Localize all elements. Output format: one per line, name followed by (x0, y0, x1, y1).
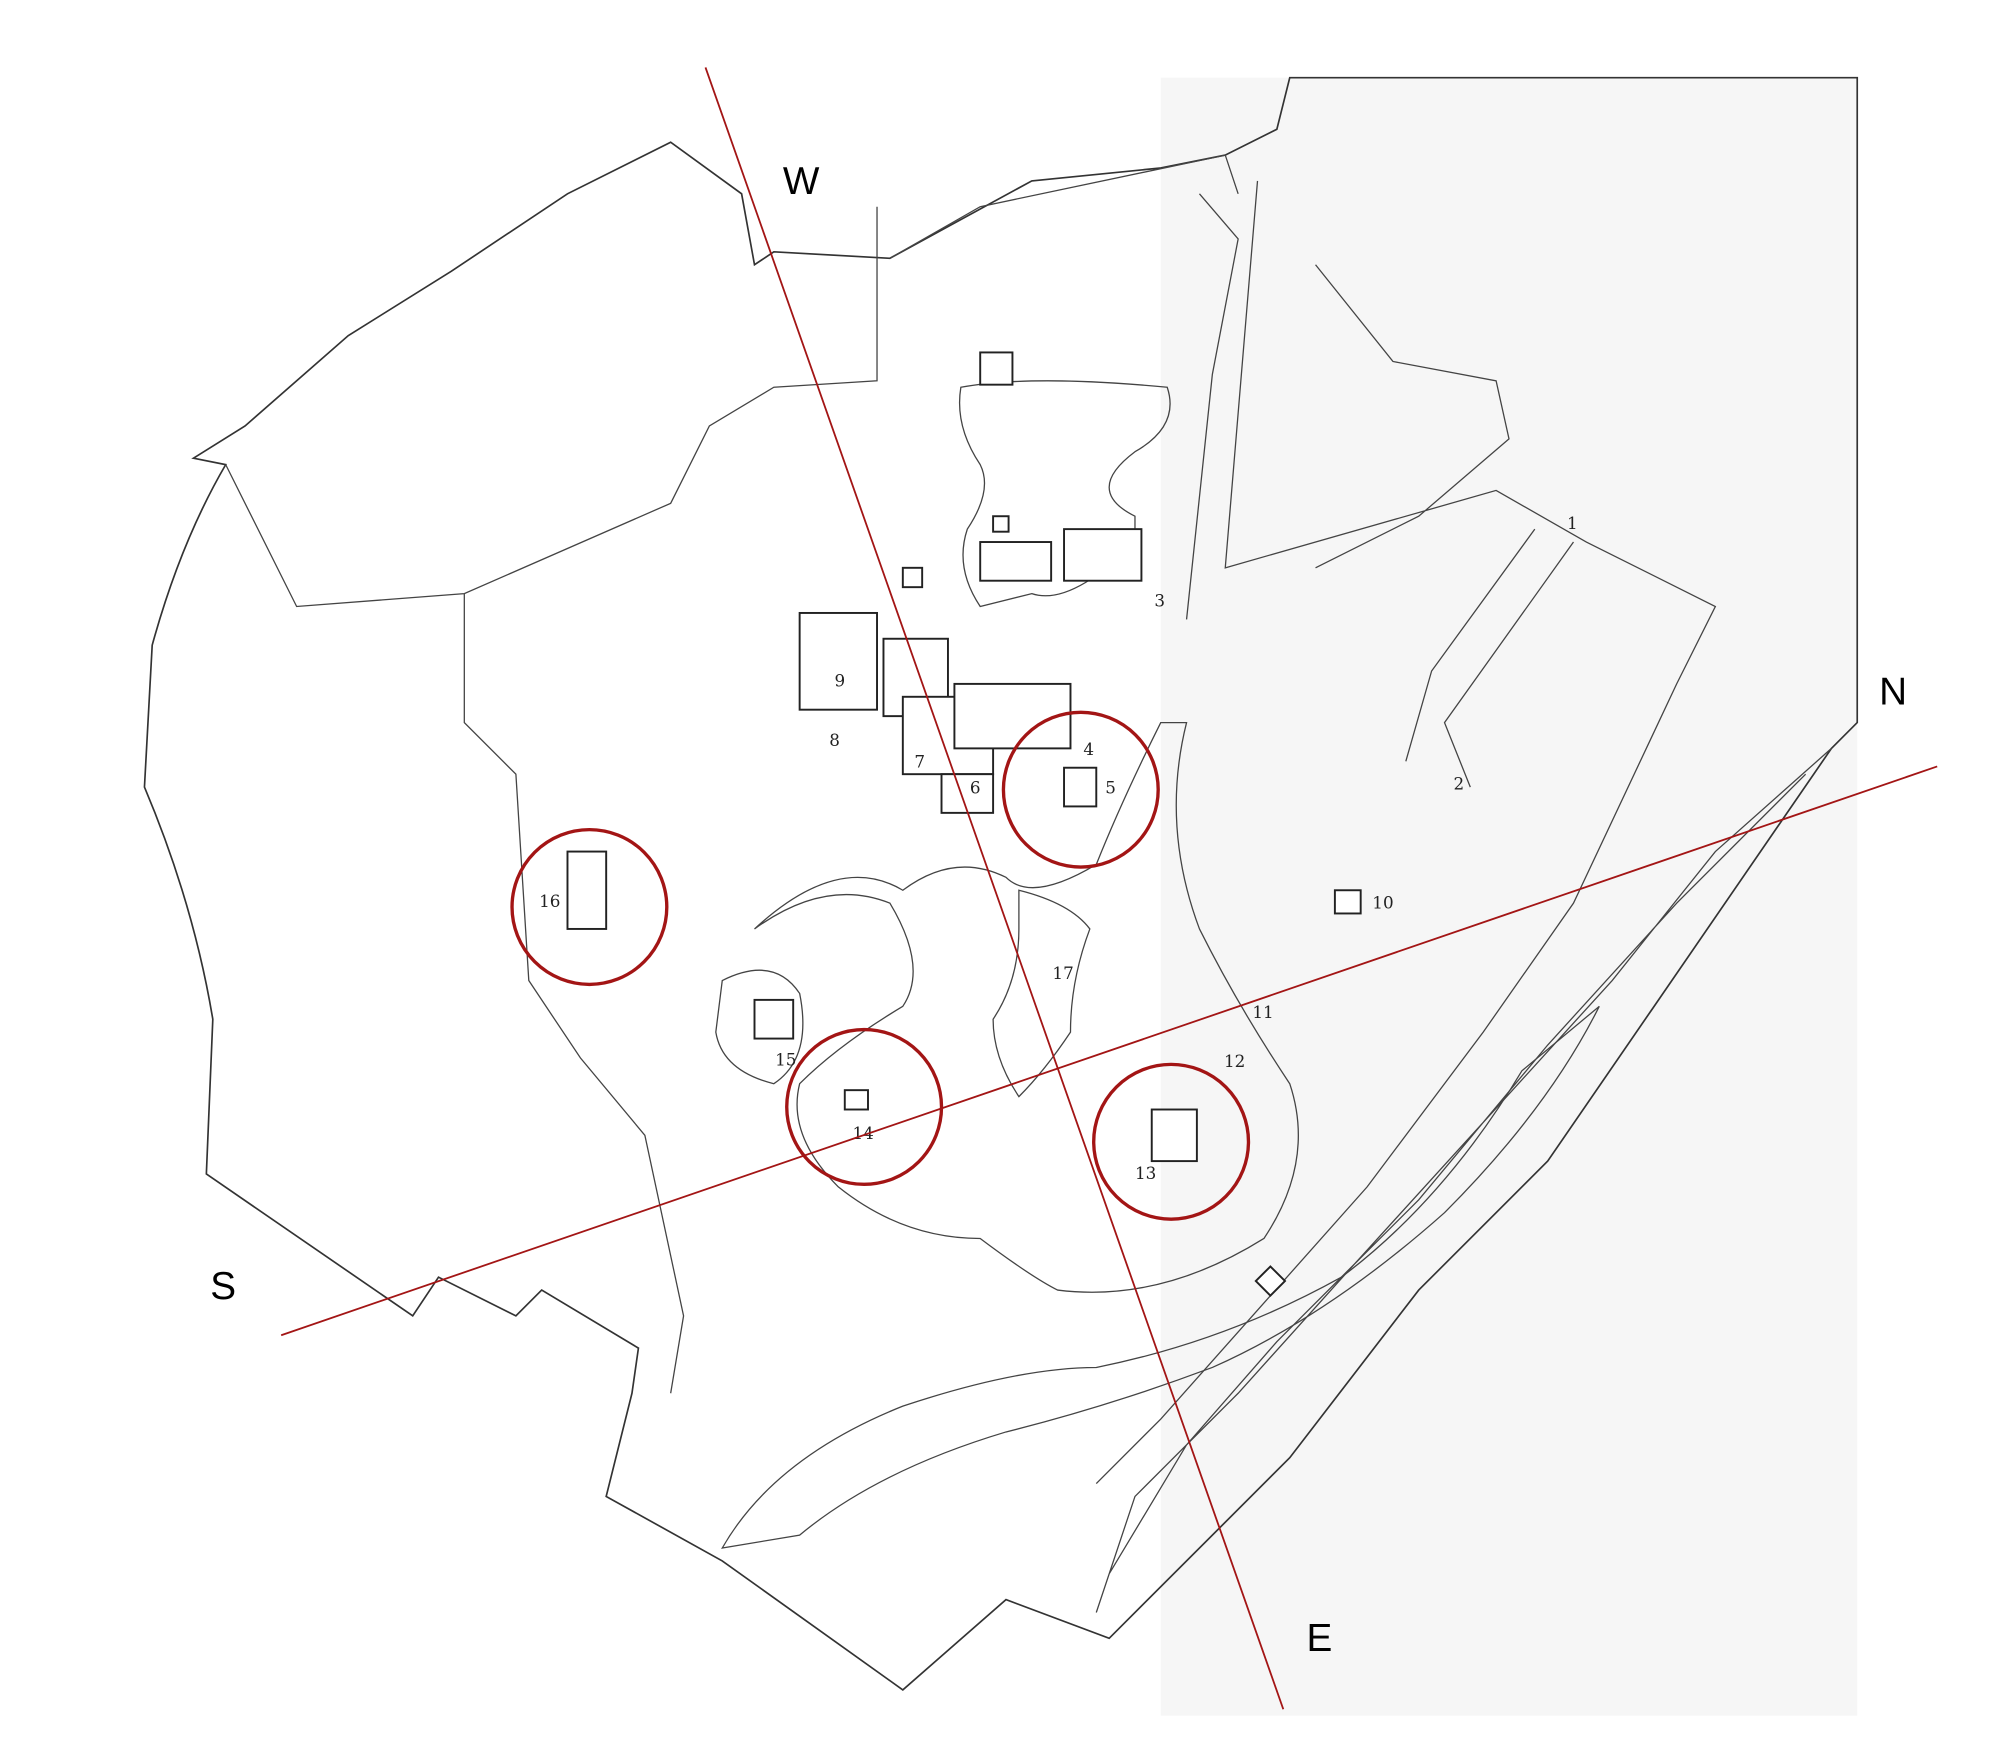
highlight-circle-site-16 (510, 827, 669, 987)
site-label-13: 13 (1135, 1163, 1156, 1183)
site-label-16: 16 (539, 891, 560, 911)
island-15 (715, 969, 804, 1085)
site-label-11: 11 (1252, 1002, 1273, 1022)
highlight-circle-site-14 (785, 1027, 944, 1186)
site-label-7: 7 (914, 752, 925, 772)
south-lake (721, 1005, 1600, 1549)
site-label-4: 4 (1083, 739, 1094, 759)
site-label-12: 12 (1224, 1051, 1245, 1071)
site-label-3: 3 (1154, 591, 1165, 611)
highlight-circle-sites-4-5 (1001, 710, 1160, 869)
south-north-axis (280, 765, 1938, 1337)
site-label-17: 17 (1052, 963, 1073, 983)
north-wall (889, 154, 1717, 1484)
highlight-circle-site-13 (1092, 1062, 1251, 1221)
west-east-axis (704, 67, 1285, 1710)
central-lake (754, 721, 1299, 1293)
site-label-8: 8 (829, 730, 840, 750)
shaded-paper-region (1160, 77, 1858, 1716)
site-label-9: 9 (834, 670, 845, 690)
site-label-5: 5 (1105, 778, 1116, 798)
site-label-10: 10 (1372, 892, 1393, 912)
compass-west: W (783, 160, 820, 203)
site-label-2: 2 (1454, 774, 1465, 794)
compass-north: N (1879, 671, 1907, 714)
main-palace-buildings (566, 351, 1362, 1298)
site-label-14: 14 (853, 1123, 874, 1143)
island-17 (992, 889, 1091, 1098)
site-label-15: 15 (775, 1050, 796, 1070)
inner-boundary (225, 206, 878, 1394)
east-channels (1095, 528, 1832, 1613)
compass-east: E (1307, 1617, 1333, 1660)
compass-south: S (210, 1265, 236, 1308)
site-label-6: 6 (970, 778, 981, 798)
site-label-1: 1 (1567, 513, 1578, 533)
